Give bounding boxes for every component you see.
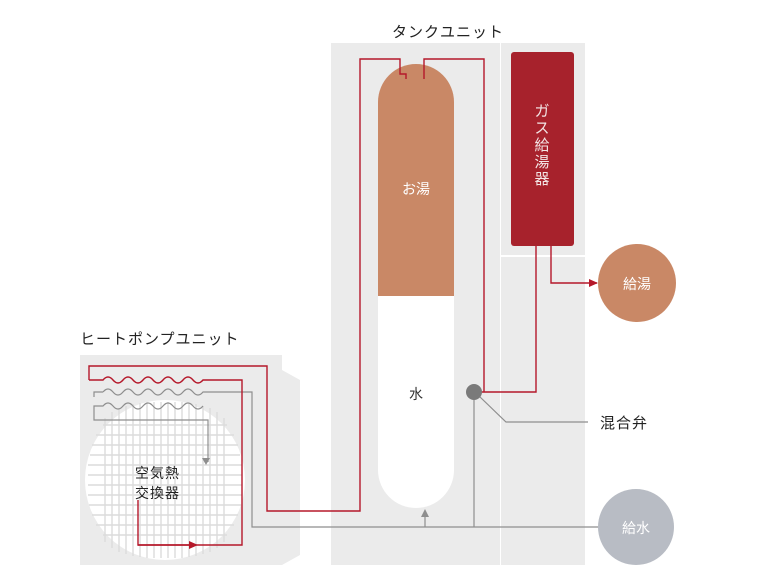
air-heat-exchanger-label-2: 交換器 (135, 486, 180, 502)
gas-heater (511, 52, 574, 246)
gas-heater-label: ガ ス 給 湯 器 (534, 102, 550, 188)
heat-pump-unit-label: ヒートポンプユニット (80, 330, 240, 348)
fan-grille (85, 400, 245, 560)
red-coil (89, 376, 243, 546)
mixing-valve-pointer (478, 395, 588, 423)
red-supply-pipe (88, 58, 407, 512)
water-label: 水 (409, 387, 423, 403)
hot-outlet-arrowhead (589, 279, 598, 287)
air-heat-exchanger-label-1: 空気熱 (135, 466, 180, 482)
mixing-valve (466, 384, 482, 400)
mixing-valve-label: 混合弁 (600, 414, 649, 432)
tank-hot-section (378, 64, 454, 296)
hot-water-supply-label: 給湯 (623, 277, 651, 293)
hot-water-supply-circle (598, 244, 676, 322)
hot-water-label: お湯 (402, 182, 430, 198)
water-supply-circle (598, 489, 674, 565)
red-tank-top-pipe (423, 58, 485, 392)
exchanger-arrowhead (202, 458, 210, 465)
inflow-arrowhead (421, 509, 429, 517)
red-gas-heater-pipe (474, 246, 537, 393)
exchanger-outlet-arrowhead (189, 541, 198, 549)
gray-pipe-lower-coil (93, 402, 204, 412)
storage-tank (378, 64, 454, 508)
water-supply-label: 給水 (622, 521, 650, 537)
red-hot-outlet-pipe (550, 246, 597, 284)
tank-cold-section (378, 296, 454, 508)
gray-pipe-exchanger-inlet (93, 412, 209, 462)
gray-return-pipe (93, 388, 620, 528)
tank-unit-label: タンクユニット (392, 23, 505, 41)
